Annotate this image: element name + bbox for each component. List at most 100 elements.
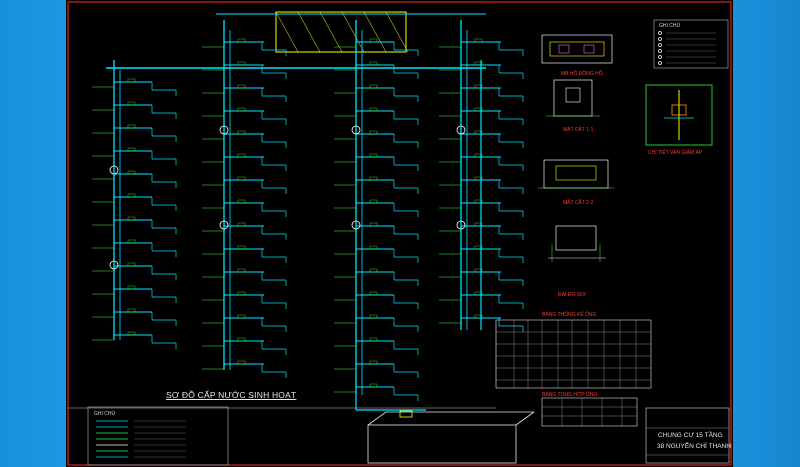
fixture-tag	[127, 262, 136, 267]
pipe-table-1	[495, 319, 652, 389]
valve-symbol	[456, 125, 466, 135]
valve-symbol	[351, 125, 361, 135]
meter-pit-plan	[541, 34, 613, 64]
fixture-tag	[237, 337, 246, 342]
ground-tank-edge	[367, 411, 387, 426]
fixture-tag	[474, 176, 483, 181]
meter-fitting	[583, 44, 595, 54]
fixture-tag	[237, 130, 246, 135]
fixture-tag	[369, 199, 378, 204]
project-name-line2: 38 NGUYỄN CHÍ THANH	[657, 443, 731, 450]
valve-symbol	[351, 220, 361, 230]
section-2-outline	[543, 159, 609, 189]
legend-box-top	[653, 19, 729, 69]
fixture-tag	[369, 176, 378, 181]
fixture-tag	[474, 38, 483, 43]
fixture-tag	[127, 239, 136, 244]
fixture-tag	[369, 314, 378, 319]
fixture-tag	[127, 101, 136, 106]
valve-symbol	[219, 220, 229, 230]
plumbing-riser-diagram	[67, 1, 732, 466]
fixture-tag	[237, 84, 246, 89]
legend-symbol	[658, 61, 662, 65]
fixture-tag	[369, 107, 378, 112]
fixture-tag	[127, 124, 136, 129]
section-1-core	[565, 87, 581, 103]
valve-symbol	[219, 125, 229, 135]
diagram-title: SƠ ĐỒ CẤP NƯỚC SINH HOẠT	[166, 390, 297, 400]
section-1-outline	[553, 79, 593, 117]
detail-label-pipe: ĐAI ĐG-30X	[558, 292, 586, 298]
fixture-tag	[369, 291, 378, 296]
table1-title: BẢNG THỐNG KÊ ỐNG	[542, 312, 597, 318]
fixture-tag	[237, 245, 246, 250]
legend-title-top: GHI CHÚ	[659, 23, 681, 29]
detail-label-valve: CHI TIẾT VAN GIẢM ÁP	[648, 150, 703, 156]
legend-symbol	[658, 43, 662, 47]
valve-symbol	[109, 165, 119, 175]
fixture-tag	[127, 147, 136, 152]
meter-body	[549, 41, 605, 57]
ground-tank-edge	[515, 411, 535, 426]
legend-symbol	[658, 49, 662, 53]
roof-tank-outline	[275, 11, 407, 53]
fixture-tag	[237, 153, 246, 158]
fixture-tag	[237, 291, 246, 296]
tank-hatch	[297, 11, 321, 53]
fixture-tag	[237, 61, 246, 66]
tank-hatch	[341, 11, 365, 53]
project-name-line1: CHUNG CƯ 15 TẦNG	[658, 432, 723, 439]
tank-hatch	[275, 11, 299, 53]
table2-title: BẢNG TỔNG HỢP ỐNG	[542, 392, 598, 398]
legend-title-bottom: GHI CHÚ	[94, 411, 116, 417]
fixture-tag	[474, 107, 483, 112]
pipe-table-2	[541, 397, 638, 427]
valve-symbol	[109, 260, 119, 270]
fixture-tag	[127, 78, 136, 83]
fixture-tag	[127, 331, 136, 336]
legend-symbol	[658, 55, 662, 59]
cad-drawing-sheet: SƠ ĐỒ CẤP NƯỚC SINH HOẠT GHI CHÚ GHI CHÚ…	[66, 0, 733, 467]
valve-symbol	[456, 220, 466, 230]
fixture-tag	[369, 84, 378, 89]
valve-detail-frame	[645, 84, 713, 146]
fixture-tag	[474, 153, 483, 158]
fixture-tag	[474, 61, 483, 66]
tank-hatch	[319, 11, 343, 53]
fixture-tag	[237, 314, 246, 319]
section-2-pipe	[555, 165, 597, 181]
fixture-tag	[237, 268, 246, 273]
fixture-tag	[369, 61, 378, 66]
fixture-tag	[474, 222, 483, 227]
drawing-frame	[67, 1, 732, 466]
detail-label-meter-plan: MB HỐ ĐỒNG HỒ	[561, 71, 603, 77]
fixture-tag	[127, 216, 136, 221]
meter-fitting	[558, 44, 570, 54]
valve-body	[671, 104, 687, 116]
detail-label-section-1: MẶT CẮT 1-1	[563, 127, 594, 133]
fixture-tag	[237, 199, 246, 204]
detail-label-section-2: MẶT CẮT 2-2	[563, 200, 594, 206]
ground-tank	[367, 424, 517, 464]
fixture-tag	[127, 170, 136, 175]
fixture-tag	[237, 360, 246, 365]
fixture-tag	[237, 176, 246, 181]
fixture-tag	[127, 193, 136, 198]
fixture-tag	[237, 107, 246, 112]
fixture-tag	[369, 130, 378, 135]
fixture-tag	[474, 130, 483, 135]
fixture-tag	[369, 245, 378, 250]
tank-hatch	[385, 11, 409, 53]
fixture-tag	[369, 383, 378, 388]
fixture-tag	[474, 245, 483, 250]
pump-symbol	[399, 410, 413, 418]
fixture-tag	[369, 153, 378, 158]
fixture-tag	[369, 38, 378, 43]
pipe-hanger-detail	[555, 225, 597, 251]
legend-symbol	[658, 31, 662, 35]
fixture-tag	[474, 84, 483, 89]
fixture-tag	[237, 38, 246, 43]
fixture-tag	[127, 285, 136, 290]
fixture-tag	[127, 308, 136, 313]
legend-symbol	[658, 37, 662, 41]
